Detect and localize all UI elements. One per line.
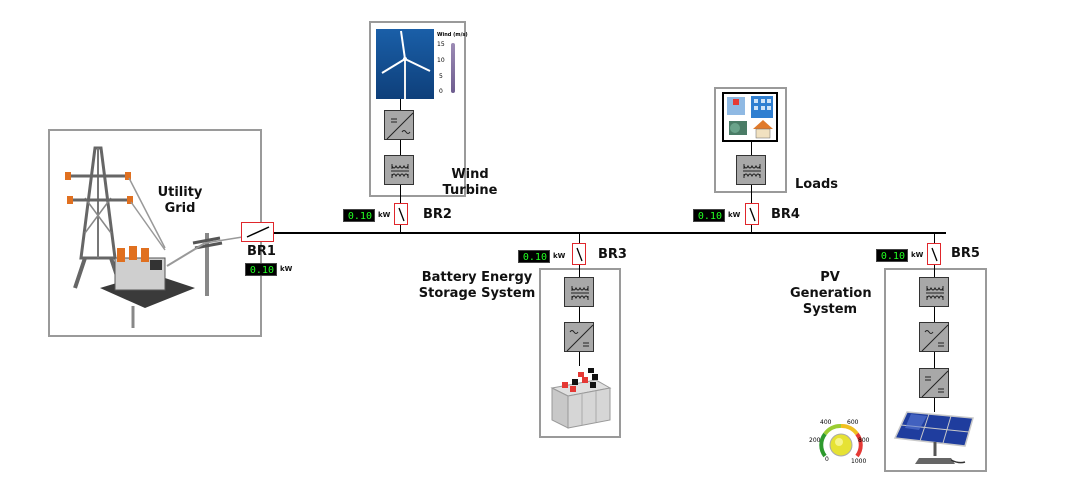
br5-power-value: 0.10 [876,248,908,262]
br1-power-unit: kW [280,265,293,273]
wind-turbine-label: Wind Turbine [442,167,498,198]
br3-power-meter: 0.10 kW [518,249,565,263]
br1-power-meter: 0.10 kW [245,262,292,276]
loads-transformer [736,155,766,185]
pv-wire-4 [934,398,935,412]
br3-power-unit: kW [553,252,566,260]
wind-turbine-photo-icon [376,29,434,99]
utility-grid-label: Utility Grid [157,185,203,216]
battery-inverter [564,322,594,352]
pv-gauge-tick-1000: 1000 [851,458,867,465]
battery-transformer [564,277,594,307]
br5-breaker[interactable] [927,243,941,265]
br5-power-unit: kW [911,251,924,259]
br5-label: BR5 [951,246,980,261]
pv-wire-0 [934,233,935,243]
loads-label: Loads [795,177,839,192]
br3-power-value: 0.10 [518,249,550,263]
pv-gauge-tick-200: 200 [809,437,821,444]
wind-wire-1 [400,99,401,110]
br4-breaker[interactable] [745,203,759,225]
battery-label: Battery Energy Storage System [418,270,536,301]
br2-label: BR2 [423,207,452,222]
pv-label: PV Generation System [790,270,872,317]
battery-wire-0 [579,233,580,243]
pv-gauge-tick-800: 800 [858,437,870,444]
wind-tick-5: 5 [439,73,443,80]
br4-label: BR4 [771,207,800,222]
br1-power-value: 0.10 [245,262,277,276]
pv-gauge-dial-icon [819,423,863,458]
wind-gauge: 15 10 5 0 [437,41,463,97]
pv-gauge-tick-600: 600 [847,419,859,426]
main-bus [262,232,946,234]
pv-gauge-tick-400: 400 [820,419,832,426]
br2-power-value: 0.10 [343,208,375,222]
battery-pack-icon [550,368,612,429]
wind-tick-15: 15 [437,41,445,48]
pv-gauge: 0 200 400 600 800 1000 [808,414,874,468]
pv-gauge-tick-0: 0 [825,456,829,463]
br3-label: BR3 [598,247,627,262]
pv-inverter [919,322,949,352]
wind-tick-0: 0 [439,88,443,95]
pv-dc-dc-converter [919,368,949,398]
br4-power-unit: kW [728,211,741,219]
pv-wire-2 [934,307,935,322]
loads-buildings-icon [722,92,778,142]
wind-rectifier [384,110,414,140]
pv-wire-3 [934,352,935,368]
br1-label: BR1 [247,244,276,259]
br4-power-value: 0.10 [693,208,725,222]
battery-wire-3 [579,352,580,366]
br3-breaker[interactable] [572,243,586,265]
battery-wire-1 [579,265,580,277]
wind-gauge-bar [451,43,455,93]
wind-transformer [384,155,414,185]
wind-tick-10: 10 [437,57,445,64]
wind-wire-2 [400,140,401,155]
battery-wire-2 [579,307,580,322]
pv-transformer [919,277,949,307]
br2-power-meter: 0.10 kW [343,208,390,222]
wind-gauge-title: Wind (m/s) [437,32,468,38]
br2-power-unit: kW [378,211,391,219]
br5-power-meter: 0.10 kW [876,248,923,262]
solar-panel-icon [893,411,974,464]
loads-wire-1 [751,141,752,155]
transmission-tower-icon [65,146,256,328]
br4-power-meter: 0.10 kW [693,208,740,222]
pv-wire-1 [934,265,935,277]
br1-breaker[interactable] [241,222,274,242]
br2-breaker[interactable] [394,203,408,225]
